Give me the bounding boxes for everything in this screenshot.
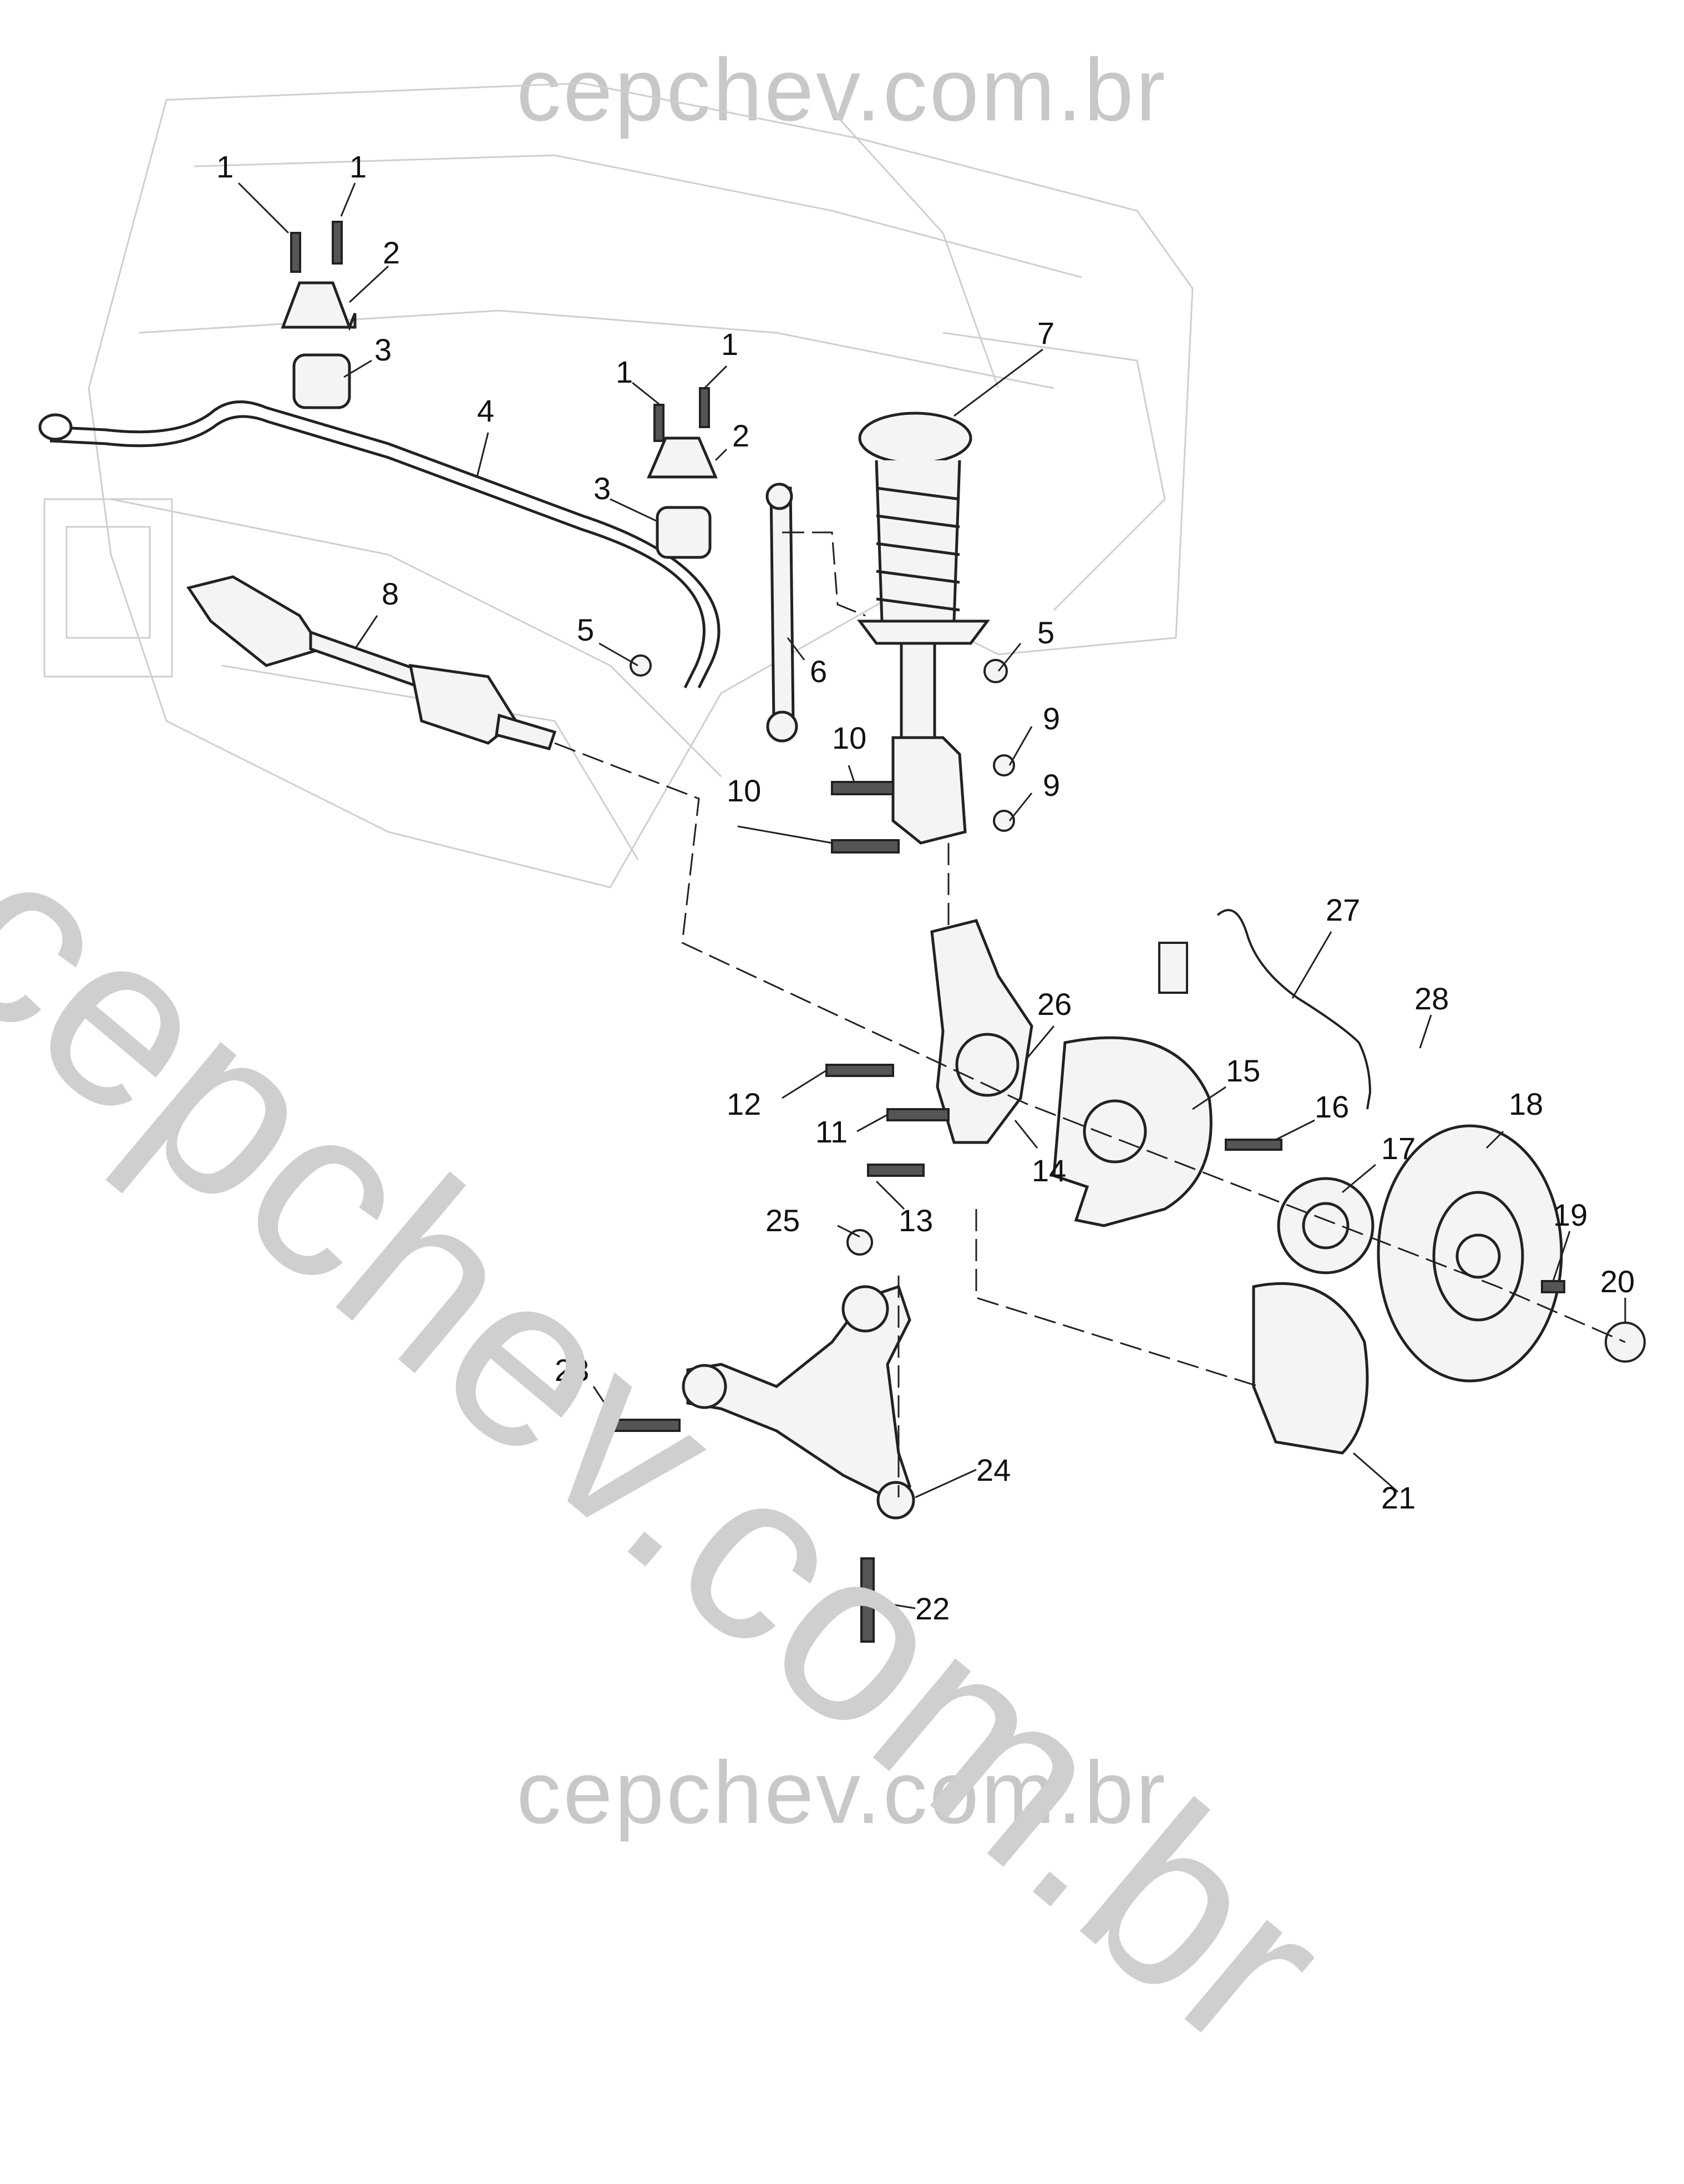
- callout-15: 15: [1226, 1053, 1260, 1088]
- exploded-view-drawing: 1 1 2 3 4 1 1 2 3 7 8 5 5 6 9 9 10 10 27…: [38, 82, 1646, 1643]
- callout-2b: 2: [732, 418, 749, 453]
- callout-5a: 5: [577, 612, 594, 647]
- callout-6: 6: [810, 654, 827, 689]
- assembly-centerlines: [554, 531, 1626, 1497]
- stabilizer-bushings: [281, 281, 718, 559]
- lower-control-arm: [682, 1284, 915, 1520]
- callout-3a: 3: [374, 332, 392, 367]
- callout-14: 14: [1032, 1153, 1066, 1188]
- callout-16: 16: [1315, 1089, 1349, 1124]
- callout-20: 20: [1600, 1264, 1635, 1299]
- callout-13: 13: [899, 1203, 933, 1238]
- splash-shield: [1052, 1036, 1213, 1227]
- callout-1d: 1: [721, 327, 738, 362]
- stabilizer-link: [765, 482, 798, 743]
- callout-5b: 5: [1037, 615, 1054, 650]
- callout-7: 7: [1037, 316, 1054, 351]
- callout-23: 23: [555, 1353, 589, 1388]
- bolts-upper: [290, 221, 710, 442]
- callout-21: 21: [1381, 1480, 1416, 1515]
- watermark-bottom: cepchev.com.br: [516, 1743, 1168, 1842]
- callout-24: 24: [976, 1452, 1011, 1487]
- strut-assembly: [857, 412, 990, 845]
- vehicle-body-background: [43, 82, 1194, 888]
- callout-11: 11: [815, 1114, 848, 1149]
- callout-9a: 9: [1043, 701, 1060, 736]
- callout-26: 26: [1037, 987, 1072, 1022]
- leader-lines: [237, 182, 1626, 1609]
- callout-1c: 1: [616, 354, 633, 389]
- callout-3b: 3: [594, 471, 611, 506]
- callout-8: 8: [382, 576, 399, 611]
- drive-axle: [186, 575, 557, 751]
- callout-18: 18: [1509, 1086, 1543, 1121]
- brake-rotor: [1377, 1124, 1563, 1383]
- callout-22: 22: [915, 1591, 950, 1626]
- stabilizer-bar: [38, 400, 721, 689]
- callout-1b: 1: [349, 149, 367, 184]
- callout-12: 12: [727, 1086, 761, 1121]
- callout-28: 28: [1414, 981, 1449, 1016]
- callout-4: 4: [477, 393, 494, 428]
- steering-knuckle: [930, 919, 1033, 1144]
- fasteners-misc: [606, 654, 1646, 1643]
- callout-10a: 10: [832, 720, 866, 755]
- callout-labels: 1 1 2 3 4 1 1 2 3 7 8 5 5 6 9 9 10 10 27…: [216, 149, 1635, 1626]
- callout-17: 17: [1381, 1131, 1416, 1166]
- callout-25: 25: [765, 1203, 800, 1238]
- watermark-top: cepchev.com.br: [516, 40, 1168, 139]
- callout-27: 27: [1326, 892, 1360, 927]
- callout-10b: 10: [727, 773, 761, 808]
- wheel-hub: [1277, 1177, 1374, 1274]
- brake-caliper: [1252, 1282, 1369, 1455]
- callout-1a: 1: [216, 149, 234, 184]
- callout-19: 19: [1553, 1197, 1587, 1232]
- parts-diagram: cepchev.com.br cepchev.com.br: [0, 40, 1646, 2100]
- callout-9b: 9: [1043, 768, 1060, 803]
- callout-2a: 2: [383, 235, 400, 270]
- wheel-speed-sensor: [1158, 909, 1372, 1110]
